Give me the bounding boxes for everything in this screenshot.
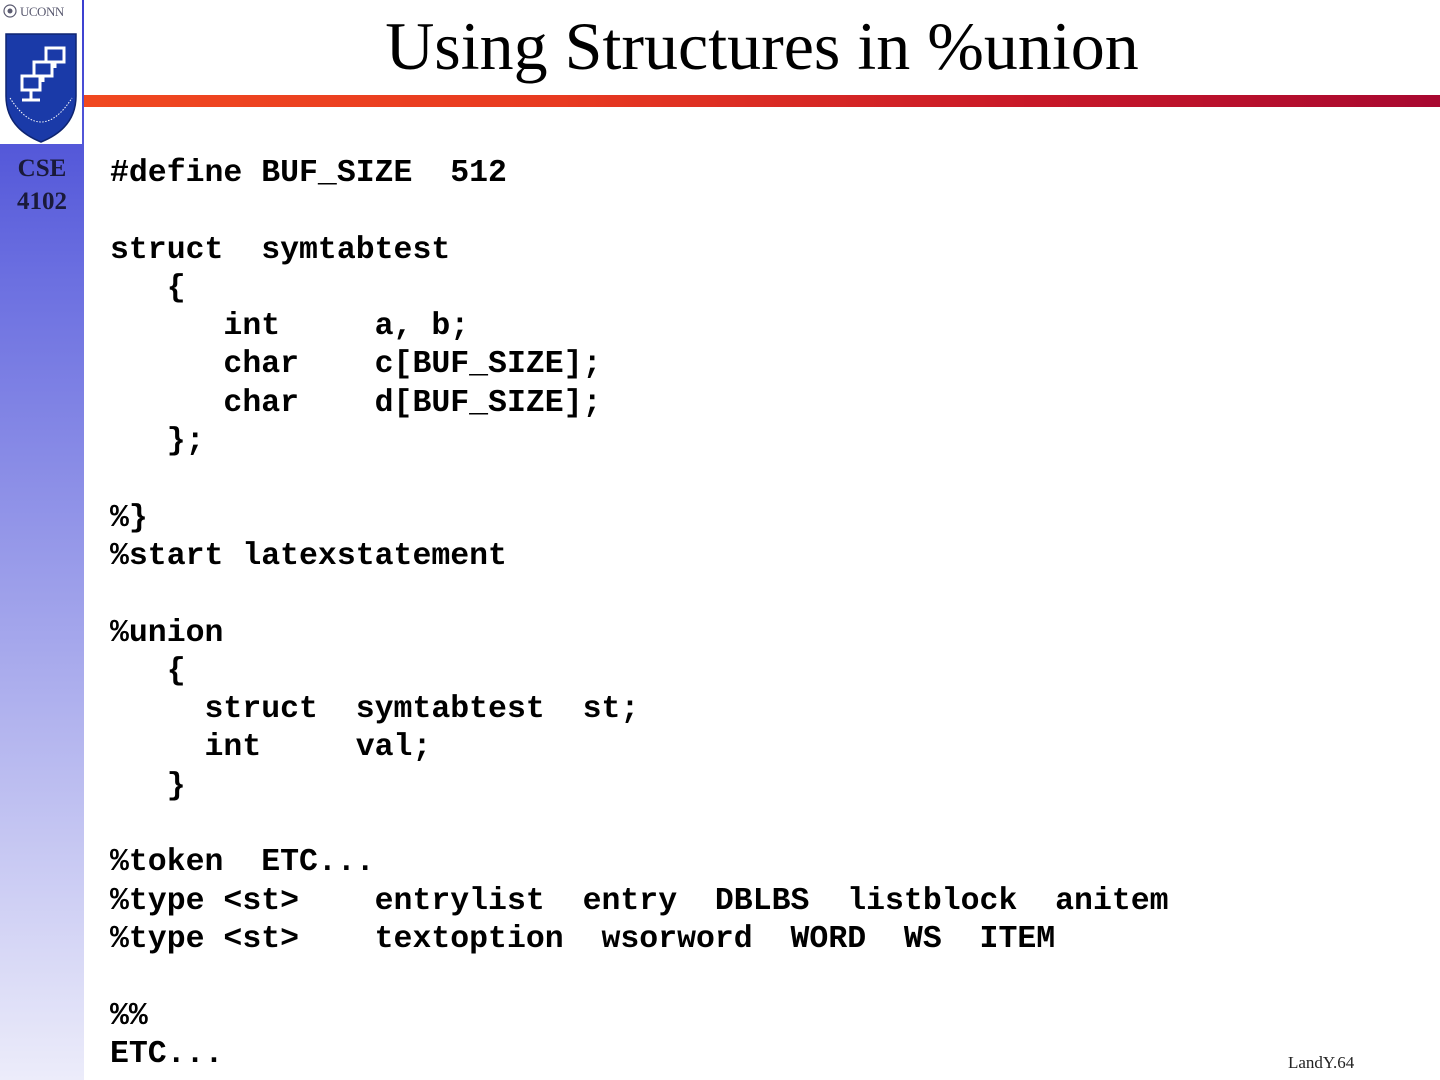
- code-line: %}: [110, 500, 148, 536]
- code-line: [110, 806, 1169, 844]
- uconn-label: UCONN: [20, 4, 64, 19]
- seal-icon: [3, 4, 17, 18]
- course-subject: CSE: [17, 155, 67, 182]
- code-line: %type <st> entrylist entry DBLBS listblo…: [110, 883, 1169, 919]
- code-line: #define BUF_SIZE 512: [110, 156, 507, 191]
- code-line: [110, 576, 1169, 614]
- code-line: ETC...: [110, 1036, 224, 1072]
- code-line: int a, b;: [110, 309, 470, 345]
- uconn-header: UCONN: [0, 0, 82, 28]
- code-line: {: [110, 653, 186, 689]
- course-code: CSE 4102: [0, 152, 84, 218]
- course-number: 4102: [17, 188, 67, 215]
- code-line: [110, 959, 1169, 997]
- code-line: [110, 461, 1169, 499]
- code-line: struct symtabtest: [110, 232, 451, 268]
- code-line: %type <st> textoption wsorword WORD WS I…: [110, 921, 1056, 957]
- code-line: }: [110, 768, 186, 804]
- code-line: int val;: [110, 730, 432, 766]
- cse-logo-icon: [0, 28, 82, 144]
- code-line: %union: [110, 615, 224, 651]
- sidebar: UCONN CSE 4102: [0, 0, 84, 1080]
- code-line: %%: [110, 998, 148, 1034]
- code-line: %token ETC...: [110, 845, 375, 881]
- slide-title: Using Structures in %union: [385, 8, 1139, 84]
- code-line: [110, 193, 1169, 231]
- title-divider: [84, 95, 1440, 107]
- code-line: };: [110, 424, 205, 460]
- slide-number: LandY.64: [1288, 1053, 1355, 1072]
- code-line: %start latexstatement: [110, 538, 507, 574]
- code-line: char d[BUF_SIZE];: [110, 385, 602, 421]
- code-listing: #define BUF_SIZE 512 struct symtabtest {…: [110, 155, 1169, 1074]
- code-line: struct symtabtest st;: [110, 692, 640, 728]
- code-line: {: [110, 270, 186, 306]
- code-line: char c[BUF_SIZE];: [110, 347, 602, 383]
